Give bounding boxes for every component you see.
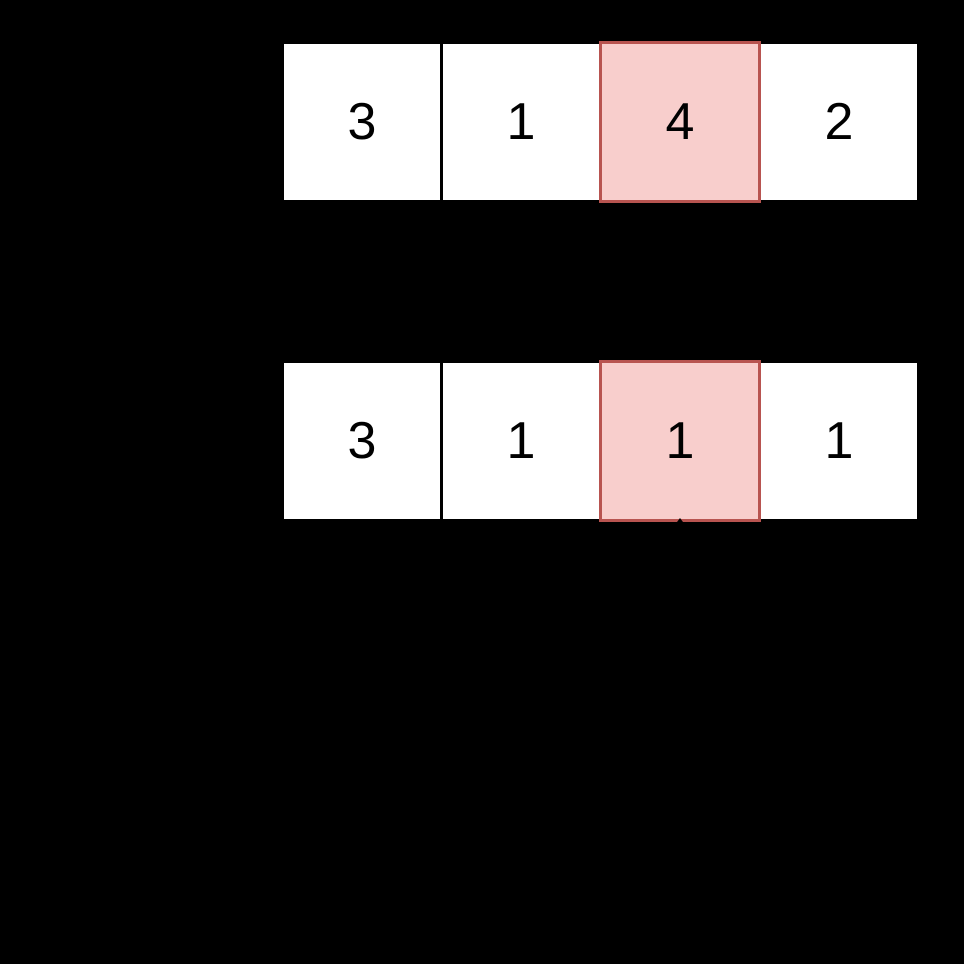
cell-value: 3 [347,93,377,151]
cell-value: 1 [506,412,536,470]
highlighted-cell: 1 [599,360,761,522]
highlighted-cell: 4 [599,41,761,203]
array-cell: 2 [761,44,917,200]
array-cell: 3 [284,363,440,519]
cell-value: 2 [824,93,854,151]
cell-value: 4 [665,93,695,151]
array-cell: 1 [761,363,917,519]
array-cell: 1 [443,363,599,519]
array-cell: 1 [443,44,599,200]
cell-value: 1 [506,93,536,151]
array-cell: 3 [284,44,440,200]
arrow-tip-notch [677,518,683,522]
array-row-bottom: 3 1 1 1 [284,360,917,522]
cell-value: 1 [824,412,854,470]
cell-value: 1 [665,412,695,470]
array-row-top: 3 1 4 2 [284,41,917,203]
cell-value: 3 [347,412,377,470]
